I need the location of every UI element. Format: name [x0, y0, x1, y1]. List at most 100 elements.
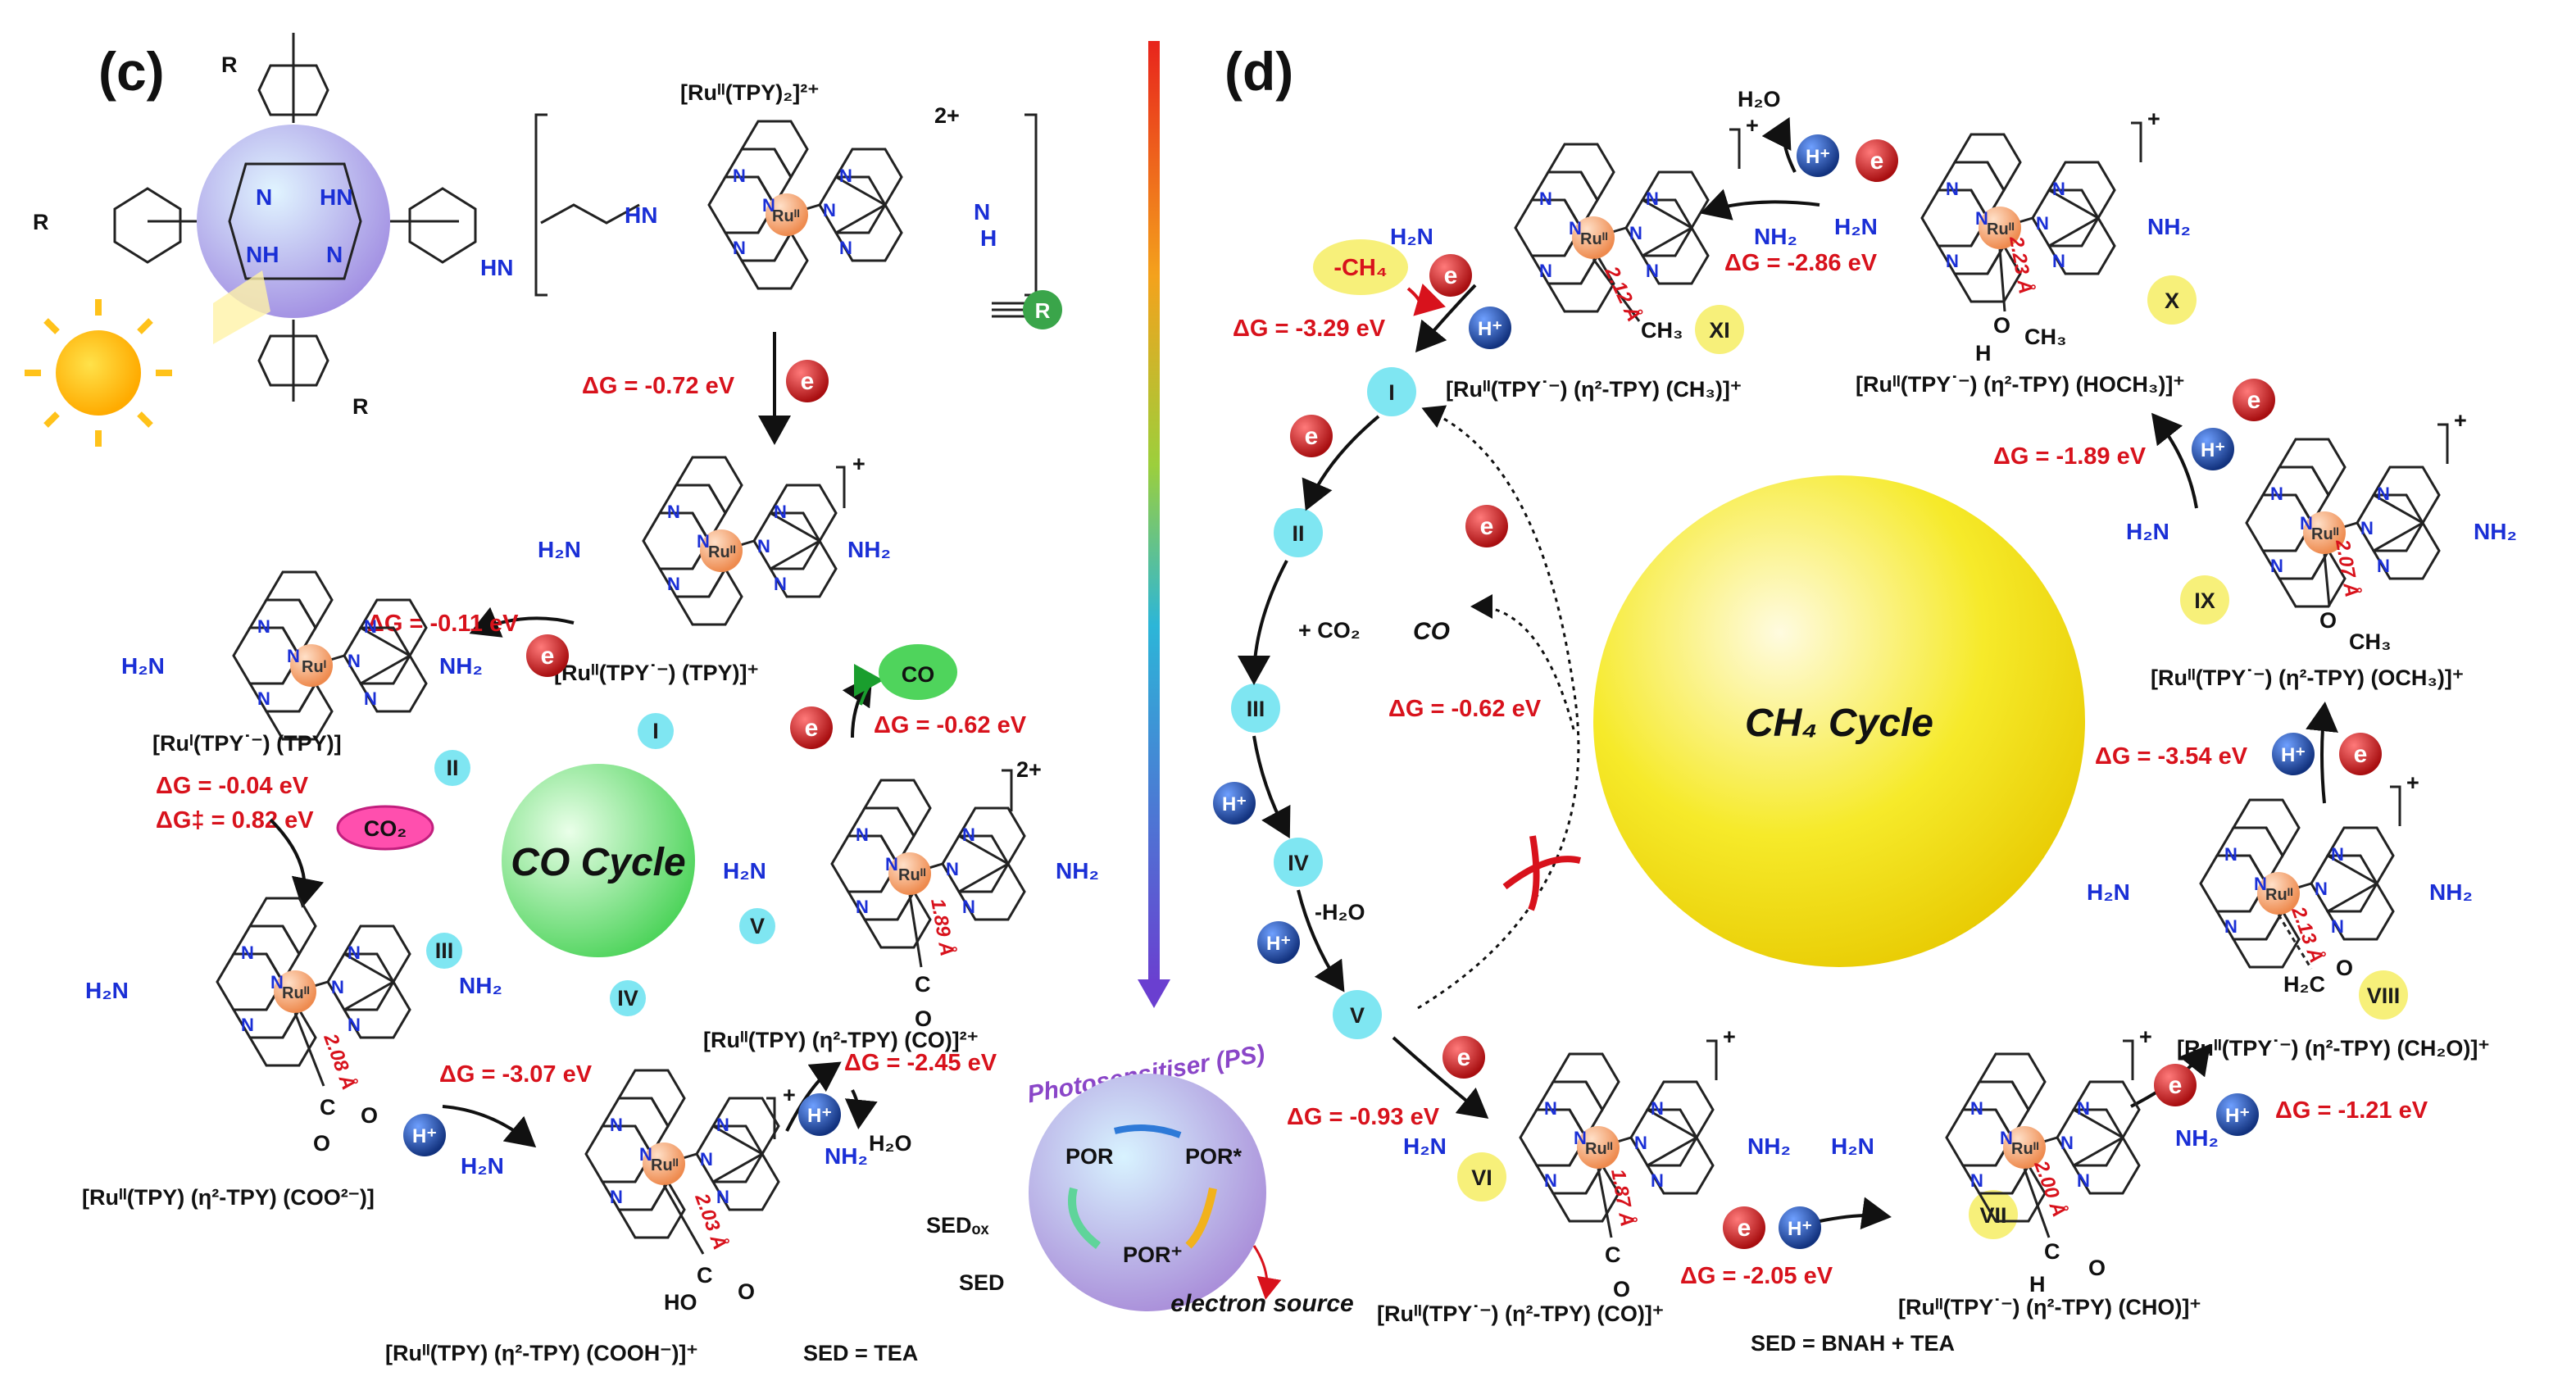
svg-text:H₂C: H₂C	[2283, 972, 2325, 997]
porphyrin-structure: N HN NH N R R R HN	[33, 33, 513, 419]
svg-text:O: O	[915, 1006, 932, 1031]
svg-text:Ruᴵ: Ruᴵ	[302, 658, 326, 676]
dg-d-g: ΔG = -2.05 eV	[1680, 1263, 1833, 1289]
svg-text:H₂N: H₂N	[2126, 519, 2169, 544]
co-d: CO	[1413, 618, 1450, 645]
name-d-XI: [Ruᴵᴵ(TPY˙⁻) (η²-TPY) (CH₃)]⁺	[1446, 377, 1742, 402]
svg-text:+: +	[1723, 1024, 1736, 1049]
svg-text:V: V	[750, 914, 765, 938]
svg-text:H₂N: H₂N	[538, 537, 581, 562]
complex-d-IX: Ruᴵᴵ H₂N NH₂ O CH₃ 2.07 Å +	[2126, 408, 2517, 654]
r-ball-label: R	[1035, 298, 1051, 323]
co2-label-c: CO₂	[364, 816, 407, 841]
svg-text:O: O	[361, 1103, 378, 1128]
svg-text:I: I	[652, 719, 659, 743]
r-label-bottom: R	[352, 394, 369, 419]
energy-gradient-arrowhead	[1138, 979, 1170, 1008]
svg-text:H₂N: H₂N	[1390, 224, 1433, 249]
svg-text:O: O	[1613, 1277, 1630, 1301]
roman-markers-c: I II III IV V	[426, 713, 775, 1016]
svg-text:Ruᴵᴵ: Ruᴵᴵ	[2011, 1140, 2039, 1158]
minus-h2o-d: -H₂O	[1315, 900, 1365, 924]
r-label-top: R	[221, 52, 238, 77]
svg-text:XI: XI	[1709, 318, 1730, 343]
svg-text:NH₂: NH₂	[439, 653, 483, 679]
svg-text:H₂N: H₂N	[1403, 1133, 1447, 1159]
svg-text:Ruᴵᴵ: Ruᴵᴵ	[1987, 220, 2015, 238]
svg-text:CH₃: CH₃	[1641, 318, 1683, 343]
svg-text:II: II	[1292, 521, 1304, 546]
dg-c-3b: ΔG‡ = 0.82 eV	[156, 807, 314, 834]
blocked-cross-icon	[1502, 835, 1582, 911]
dg-d-a: ΔG = -3.29 eV	[1233, 316, 1386, 342]
top-complex-label: [Ruᴵᴵ(TPY)₂]²⁺	[680, 80, 819, 105]
svg-text:V: V	[1350, 1003, 1365, 1028]
svg-text:I: I	[1388, 380, 1395, 405]
complex-c-I: Ruᴵᴵ H₂N NH₂ +	[538, 452, 891, 626]
ch4-out: -CH₄	[1333, 255, 1387, 281]
svg-text:NH₂: NH₂	[459, 973, 502, 998]
svg-text:POR⁺: POR⁺	[1123, 1242, 1183, 1267]
dg-d-f: ΔG = -0.93 eV	[1287, 1104, 1440, 1130]
name-c-V: [Ruᴵᴵ(TPY) (η²-TPY) (CO)]²⁺	[703, 1028, 979, 1052]
svg-text:2.13 Å: 2.13 Å	[2287, 903, 2328, 966]
svg-text:O: O	[313, 1131, 330, 1156]
svg-text:H₂N: H₂N	[723, 858, 766, 884]
svg-text:H₂N: H₂N	[1831, 1133, 1874, 1159]
svg-text:+: +	[2147, 107, 2160, 131]
svg-text:VIII: VIII	[2367, 983, 2401, 1008]
svg-text:NH₂: NH₂	[847, 537, 891, 562]
hn-linker: HN	[625, 202, 657, 228]
name-d-VI: [Ruᴵᴵ(TPY˙⁻) (η²-TPY) (CO)]⁺	[1377, 1301, 1664, 1326]
svg-text:H₂N: H₂N	[1834, 214, 1878, 239]
svg-text:III: III	[1247, 697, 1265, 721]
name-c-I: [Ruᴵᴵ(TPY˙⁻) (TPY)]⁺	[554, 661, 759, 685]
svg-text:POR*: POR*	[1185, 1144, 1243, 1169]
svg-text:CH₃: CH₃	[2024, 325, 2066, 349]
svg-text:Ruᴵᴵ: Ruᴵᴵ	[651, 1156, 679, 1174]
svg-text:SED: SED	[959, 1270, 1005, 1295]
dg-c-4: ΔG = -3.07 eV	[439, 1061, 593, 1088]
co-release-c: CO	[902, 662, 935, 687]
svg-text:O: O	[738, 1279, 755, 1304]
h-linker: H	[980, 225, 997, 251]
svg-text:H₂N: H₂N	[121, 653, 165, 679]
svg-text:O: O	[2336, 956, 2353, 980]
top-charge: 2+	[934, 103, 960, 128]
svg-text:1.87 Å: 1.87 Å	[1606, 1167, 1638, 1228]
panel-label-d: (d)	[1224, 41, 1293, 102]
svg-text:VI: VI	[1471, 1165, 1492, 1190]
svg-text:Ruᴵᴵ: Ruᴵᴵ	[898, 866, 926, 884]
ch4-cycle-sphere	[1593, 475, 2085, 967]
svg-text:POR: POR	[1065, 1144, 1114, 1169]
svg-text:NH₂: NH₂	[2147, 214, 2191, 239]
name-c-II: [Ruᴵ(TPY˙⁻) (TPY)]	[152, 731, 342, 756]
svg-text:+: +	[1746, 113, 1759, 138]
svg-text:C: C	[320, 1095, 336, 1120]
roman-markers-d: I II III IV V VI VII VIII IX X XI	[1231, 275, 2408, 1239]
svg-text:HO: HO	[664, 1290, 697, 1315]
svg-text:1.89 Å: 1.89 Å	[926, 897, 958, 957]
svg-text:2.08 Å: 2.08 Å	[319, 1030, 360, 1093]
photosensitiser: Photosensitiser (PS) POR POR* POR⁺ SEDₒₓ…	[926, 1040, 1354, 1317]
svg-text:+: +	[2406, 770, 2419, 795]
co-cycle-sphere	[502, 764, 695, 957]
svg-text:Ruᴵᴵ: Ruᴵᴵ	[708, 543, 736, 561]
r-label-left: R	[33, 210, 49, 234]
name-d-VII: [Ruᴵᴵ(TPY˙⁻) (η²-TPY) (CHO)]⁺	[1898, 1295, 2201, 1320]
svg-text:H₂N: H₂N	[2087, 879, 2130, 905]
complex-d-XI: Ruᴵᴵ H₂N NH₂ CH₃ 2.12 Å +	[1390, 113, 1797, 343]
sed-d: SED = BNAH + TEA	[1751, 1331, 1955, 1356]
plus-co2-d: + CO₂	[1298, 618, 1361, 643]
n-linker: N	[974, 199, 990, 225]
name-d-VIII: [Ruᴵᴵ(TPY˙⁻) (η²-TPY) (CH₂O)]⁺	[2177, 1036, 2490, 1061]
svg-text:X: X	[2165, 288, 2179, 313]
dg-c-5: ΔG = -2.45 eV	[844, 1050, 997, 1076]
svg-text:H₂N: H₂N	[85, 978, 129, 1003]
svg-text:2.07 Å: 2.07 Å	[2331, 537, 2363, 598]
energy-gradient-arrow	[1148, 41, 1160, 983]
name-d-X: [Ruᴵᴵ(TPY˙⁻) (η²-TPY) (HOCH₃)]⁺	[1856, 372, 2185, 397]
h2o-c: H₂O	[869, 1131, 912, 1156]
sun-icon	[25, 270, 270, 447]
